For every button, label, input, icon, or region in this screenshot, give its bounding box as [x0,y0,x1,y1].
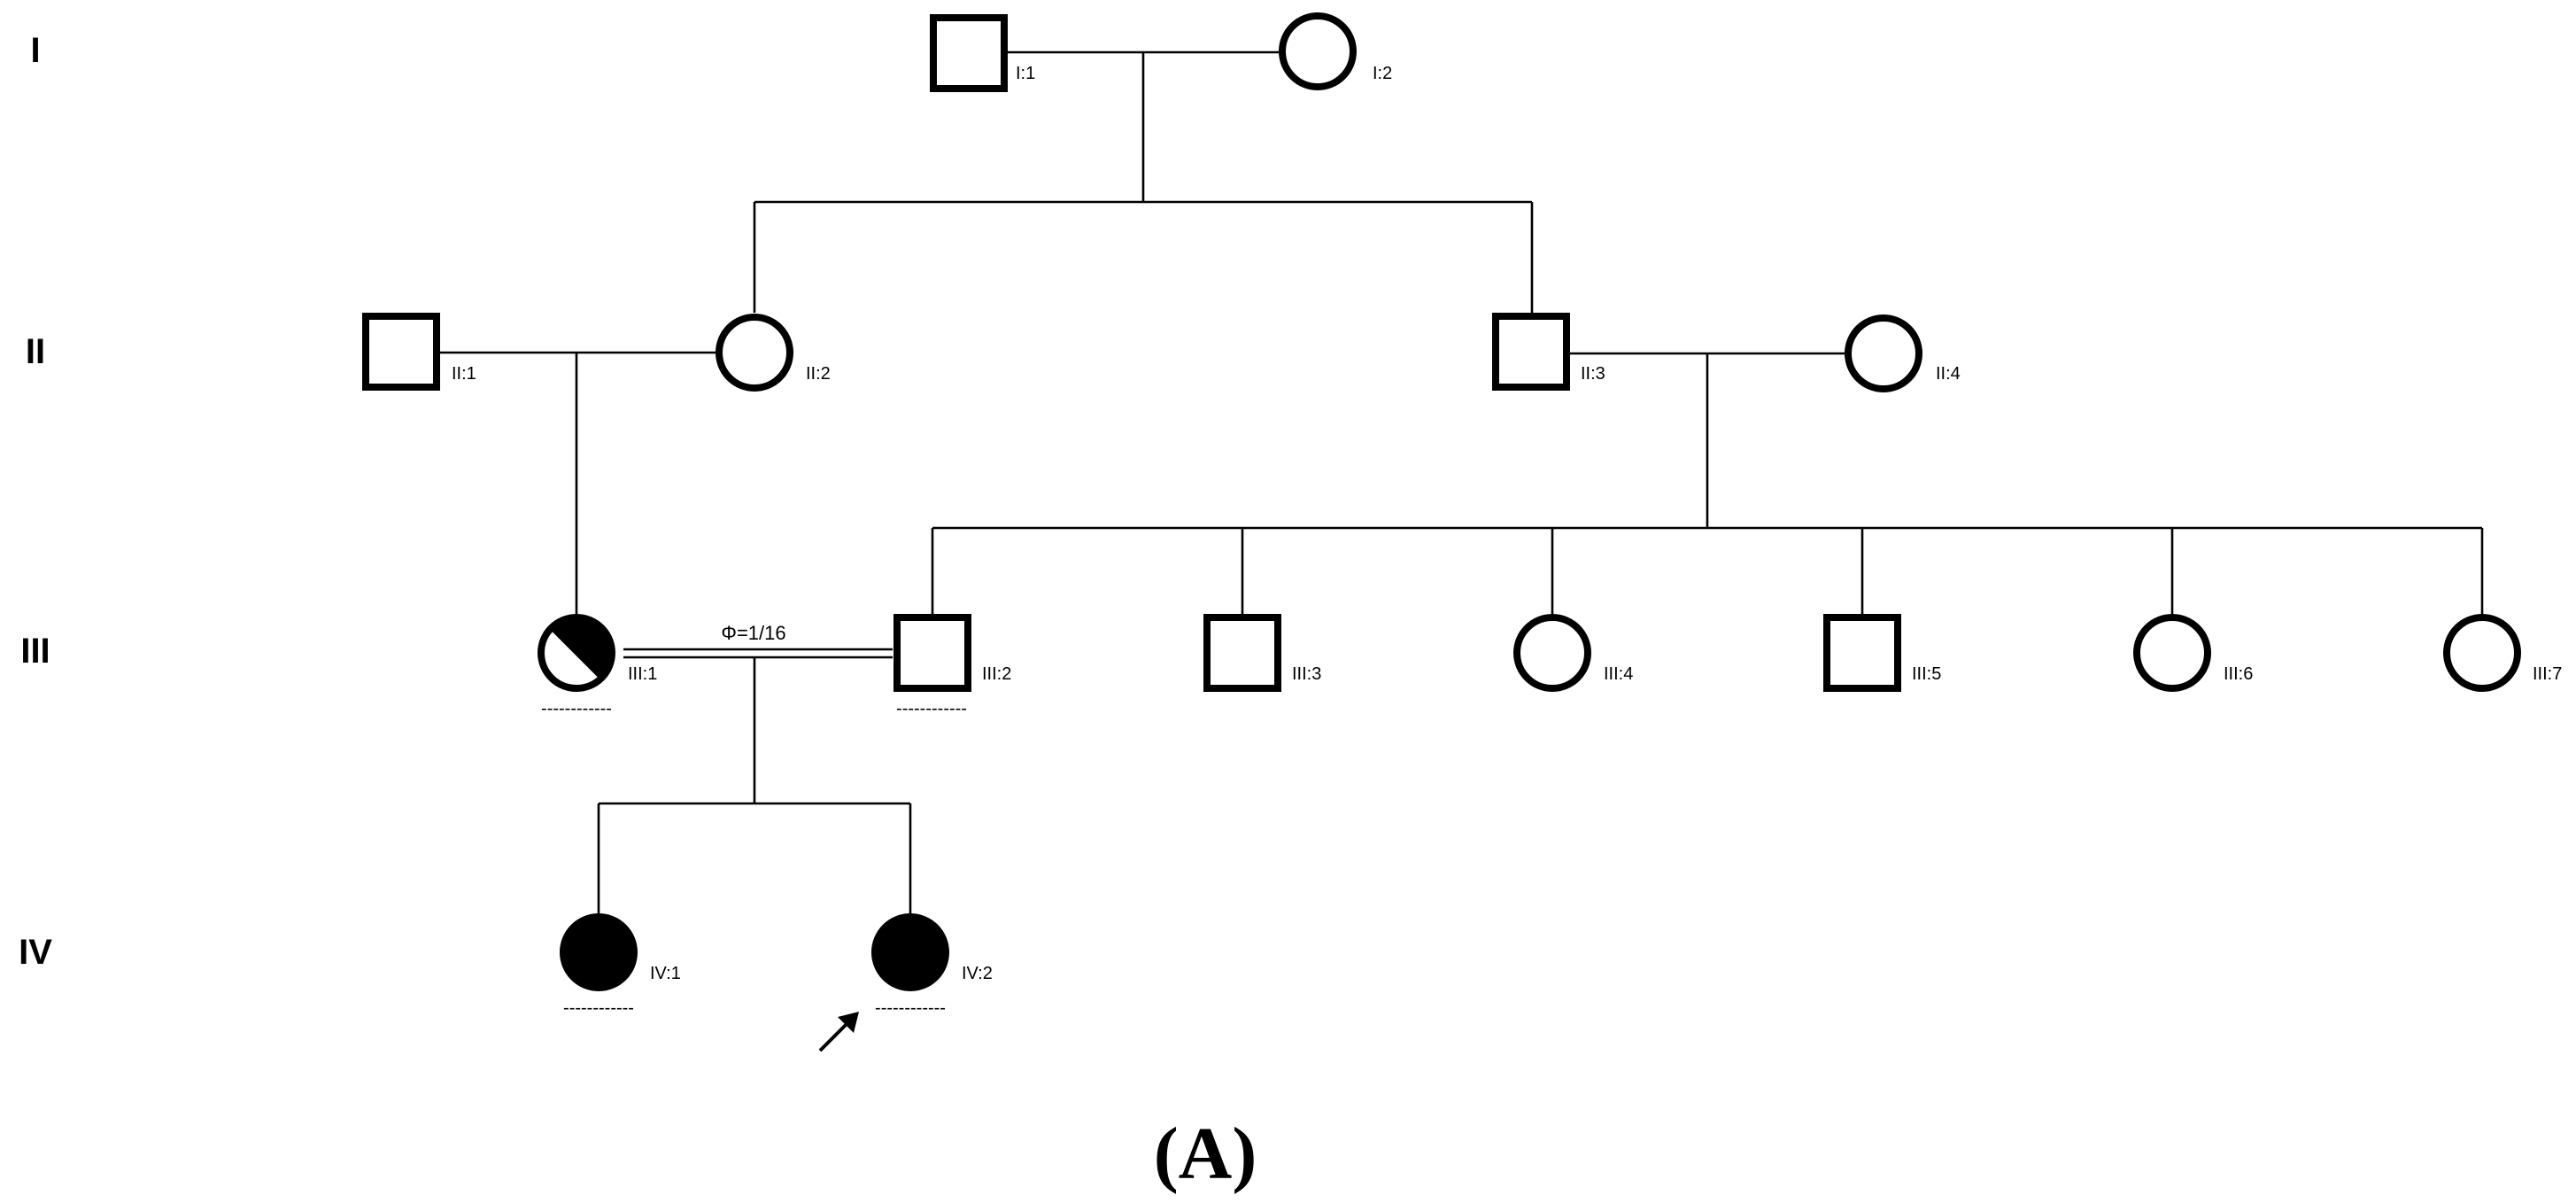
generation-label-iv: IV [19,933,52,972]
id-label-iv2: IV:2 [962,964,993,983]
id-label-iv1: IV:1 [650,964,681,983]
id-label-iii2: III:2 [982,664,1011,684]
male-symbol-ii3[interactable] [1492,313,1570,391]
id-label-iii3: III:3 [1292,664,1321,684]
id-label-iii5: III:5 [1912,664,1941,684]
proband-arrow-icon [818,1012,859,1052]
female-affected-symbol-iv1[interactable] [560,913,638,991]
id-label-ii1: II:1 [452,364,476,384]
id-label-i1: I:1 [1016,64,1035,83]
id-label-iii6: III:6 [2224,664,2253,684]
generation-label-ii: II [26,332,45,371]
female-affected-symbol-iv2[interactable] [871,913,949,991]
generation-label-iii: III [20,632,50,671]
female-symbol-i2[interactable] [1279,12,1357,90]
female-symbol-ii2[interactable] [716,314,793,392]
female-symbol-iii7[interactable] [2443,614,2521,692]
id-label-iii1: III:1 [628,664,657,684]
male-symbol-iii3[interactable] [1203,614,1281,692]
id-label-ii3: II:3 [1581,364,1605,384]
generation-label-i: I [30,31,40,70]
male-symbol-i1[interactable] [930,14,1008,92]
male-symbol-ii1[interactable] [362,313,440,391]
id-label-ii2: II:2 [806,364,831,384]
underline-iv2: ------------ [875,998,946,1018]
consanguinity-coefficient: Φ=1/16 [721,622,785,644]
id-label-i2: I:2 [1373,64,1392,83]
underline-iii1: ------------ [541,699,612,718]
underline-iii2: ------------ [896,699,967,718]
female-symbol-ii4[interactable] [1845,314,1922,392]
id-label-iii4: III:4 [1604,664,1633,684]
female-symbol-iii4[interactable] [1513,614,1591,692]
id-label-ii4: II:4 [1936,364,1961,384]
relationship-lines [437,50,2484,915]
male-symbol-iii5[interactable] [1823,614,1901,692]
underline-iv1: ------------ [563,998,634,1018]
id-label-iii7: III:7 [2533,664,2562,684]
female-symbol-iii6[interactable] [2133,614,2211,692]
panel-label: (A) [1154,1113,1257,1195]
carrier-half-fill [552,618,611,678]
female-carrier-symbol-iii1[interactable] [538,614,615,692]
male-symbol-iii2[interactable] [893,614,971,692]
